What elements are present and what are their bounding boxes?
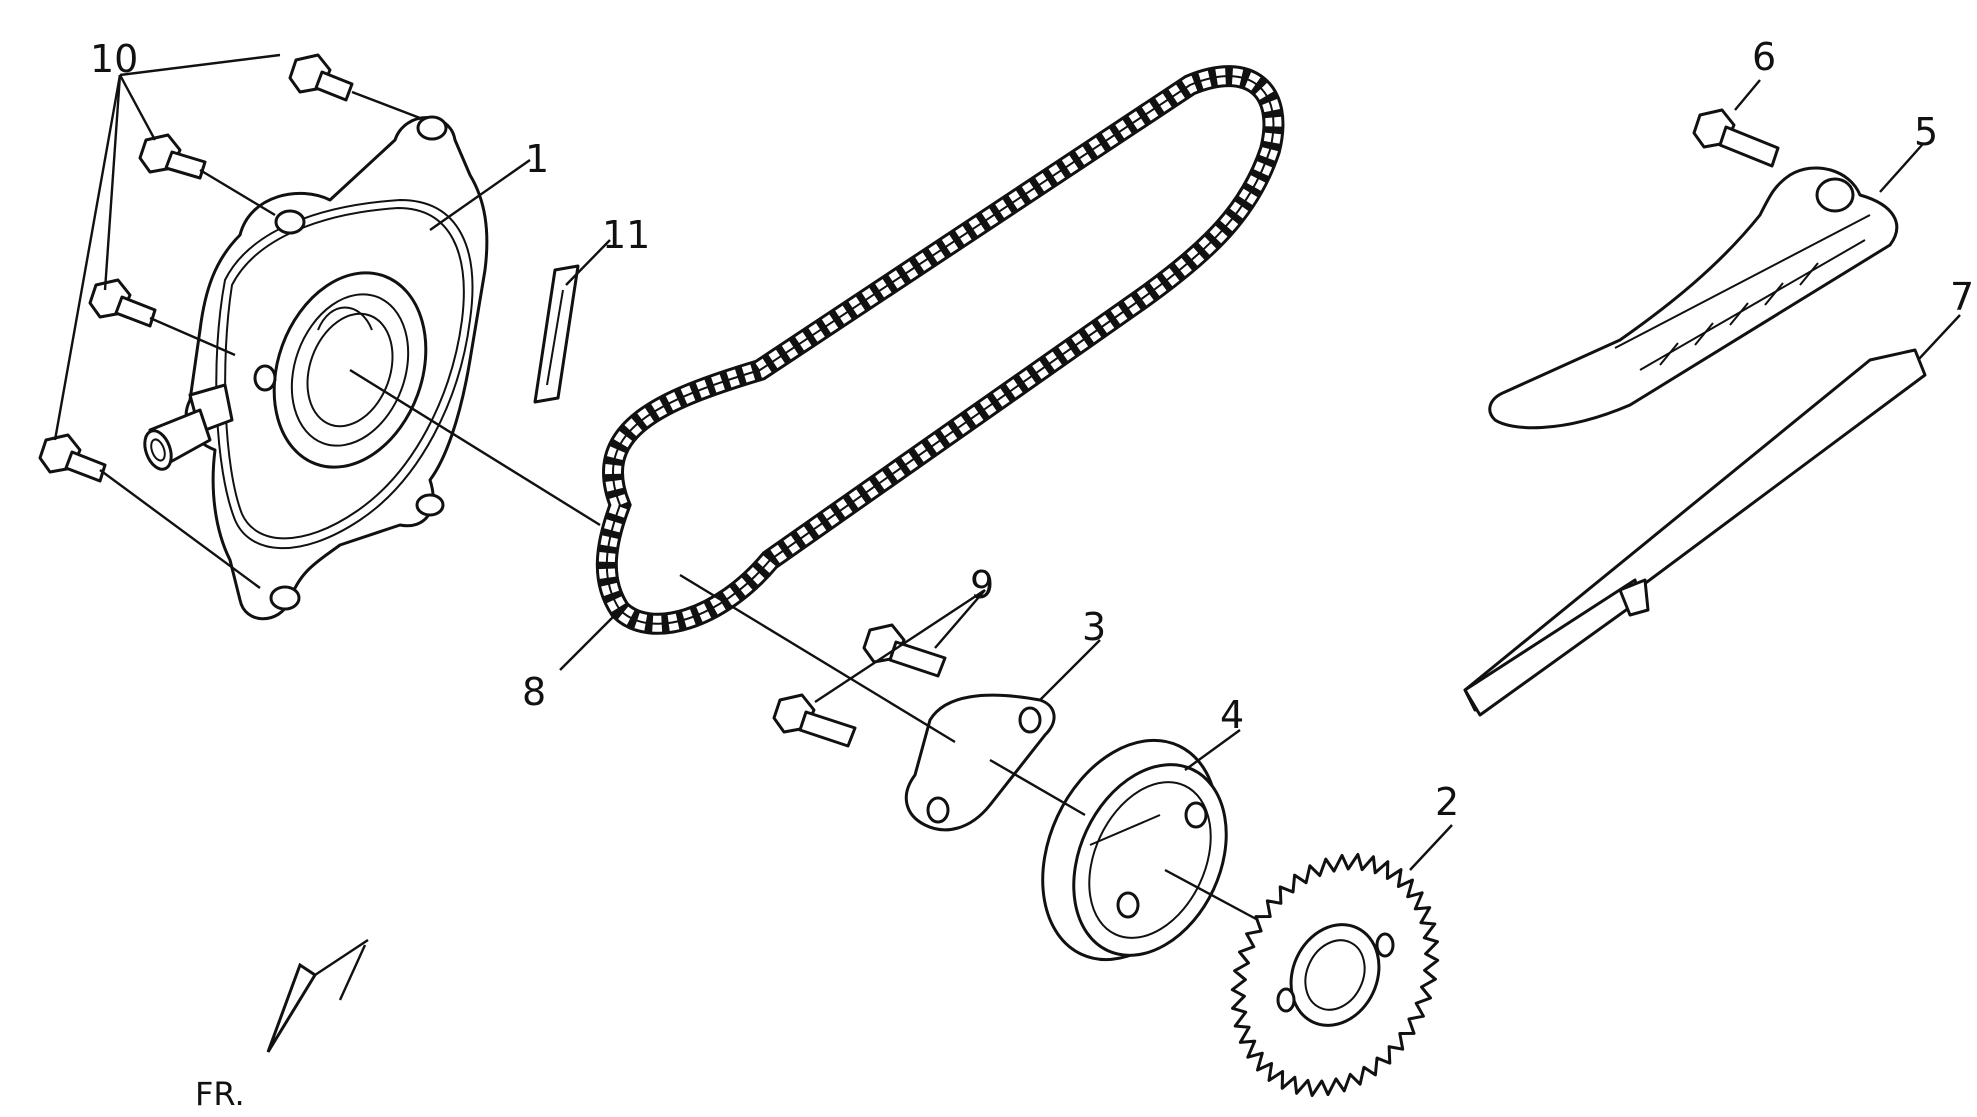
bolt-9-upper: [862, 623, 947, 678]
callout-4: 4: [1220, 693, 1244, 737]
chain-tensioner-5: [1488, 166, 1899, 430]
plate-3: [904, 693, 1056, 832]
sprocket-2: [1230, 853, 1440, 1097]
cam-chain: [595, 65, 1285, 635]
front-direction-marker: FR.: [195, 938, 369, 1113]
callout-numbers: 10 1 11 6 5 7 9 3 4 8 2: [90, 35, 1974, 824]
bolt-9-lower: [772, 693, 857, 748]
bolt-10-upper: [138, 133, 207, 180]
bolt-10-middle: [88, 278, 157, 328]
callout-10: 10: [90, 37, 138, 81]
callout-9: 9: [970, 563, 994, 607]
callout-8: 8: [522, 670, 546, 714]
leader-lines: [53, 53, 1961, 922]
callout-6: 6: [1752, 35, 1776, 79]
front-marker-label: FR.: [195, 1075, 245, 1113]
bolt-6: [1692, 108, 1780, 168]
bolt-10-top: [288, 53, 354, 102]
bolt-10-lower: [38, 433, 107, 483]
callout-1: 1: [525, 137, 549, 181]
callout-11: 11: [602, 213, 650, 257]
callout-7: 7: [1950, 275, 1974, 319]
callout-2: 2: [1435, 780, 1459, 824]
chain-guide-7: [1463, 348, 1927, 717]
tensioner-pulley-4: [1041, 738, 1228, 962]
callout-3: 3: [1082, 605, 1106, 649]
cover-housing: [143, 115, 489, 621]
dowel-pin-11: [533, 264, 580, 404]
callout-5: 5: [1914, 110, 1938, 154]
